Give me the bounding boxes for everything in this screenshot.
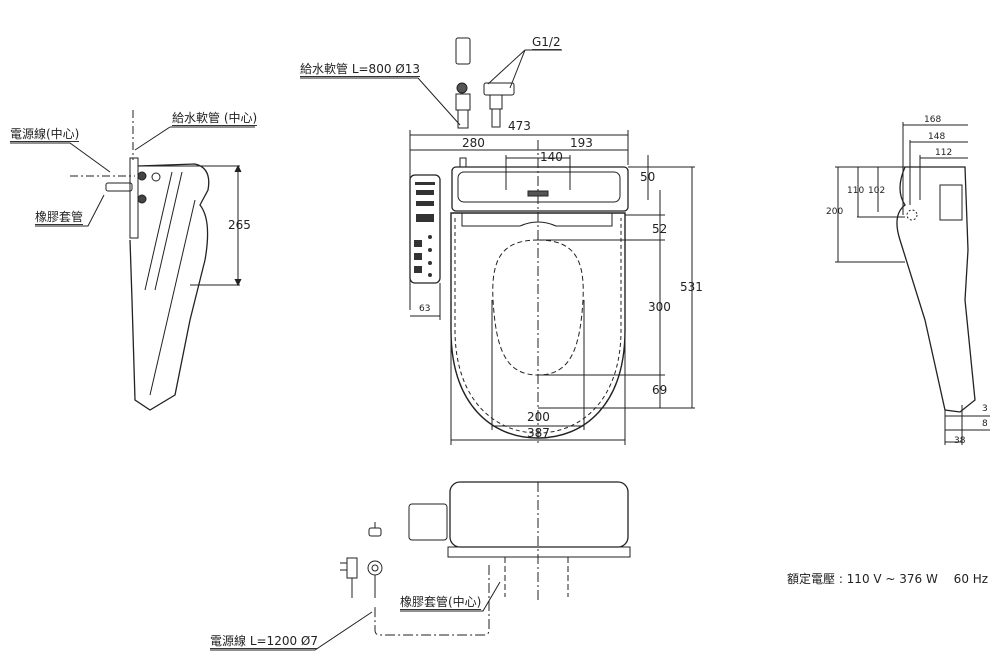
dim-200: 200 — [527, 410, 550, 424]
label-power-cord-spec: 電源線 L=1200 Ø7 — [210, 634, 318, 649]
dim-193: 193 — [570, 136, 593, 150]
rear-view — [210, 481, 631, 651]
dim-300: 300 — [648, 300, 671, 314]
dim-63: 63 — [419, 304, 431, 314]
dim-280: 280 — [462, 136, 485, 150]
label-thread: G1/2 — [532, 35, 561, 50]
dim-52: 52 — [652, 222, 668, 236]
label-rubber-sleeve-center: 橡膠套管(中心) — [400, 595, 482, 610]
left-side-view — [10, 110, 255, 411]
label-rubber-sleeve: 橡膠套管 — [35, 210, 84, 225]
dim-110: 110 — [847, 186, 865, 196]
dim-168: 168 — [924, 115, 942, 125]
label-supply-hose-spec: 給水軟管 L=800 Ø13 — [300, 62, 420, 77]
dim-200-side: 200 — [826, 207, 844, 217]
label-power-cord-center: 電源線(中心) — [10, 127, 80, 142]
dim-265: 265 — [228, 218, 251, 232]
dim-140: 140 — [540, 150, 563, 164]
dim-102: 102 — [868, 186, 886, 196]
dim-112: 112 — [935, 148, 953, 158]
dim-473: 473 — [508, 119, 531, 133]
dim-8: 8 — [982, 419, 988, 429]
dim-387: 387 — [527, 426, 550, 440]
dim-69: 69 — [652, 383, 668, 397]
top-view — [300, 37, 695, 445]
dim-50: 50 — [640, 170, 656, 184]
dim-531: 531 — [680, 280, 703, 294]
dim-148: 148 — [928, 132, 946, 142]
dim-3: 3 — [982, 404, 988, 414]
dim-38: 38 — [954, 436, 966, 446]
rating-label: 額定電壓 : 110 V ~ 376 W 60 Hz — [787, 572, 989, 586]
label-supply-hose-center: 給水軟管 (中心) — [172, 111, 258, 126]
right-side-view — [835, 122, 990, 445]
